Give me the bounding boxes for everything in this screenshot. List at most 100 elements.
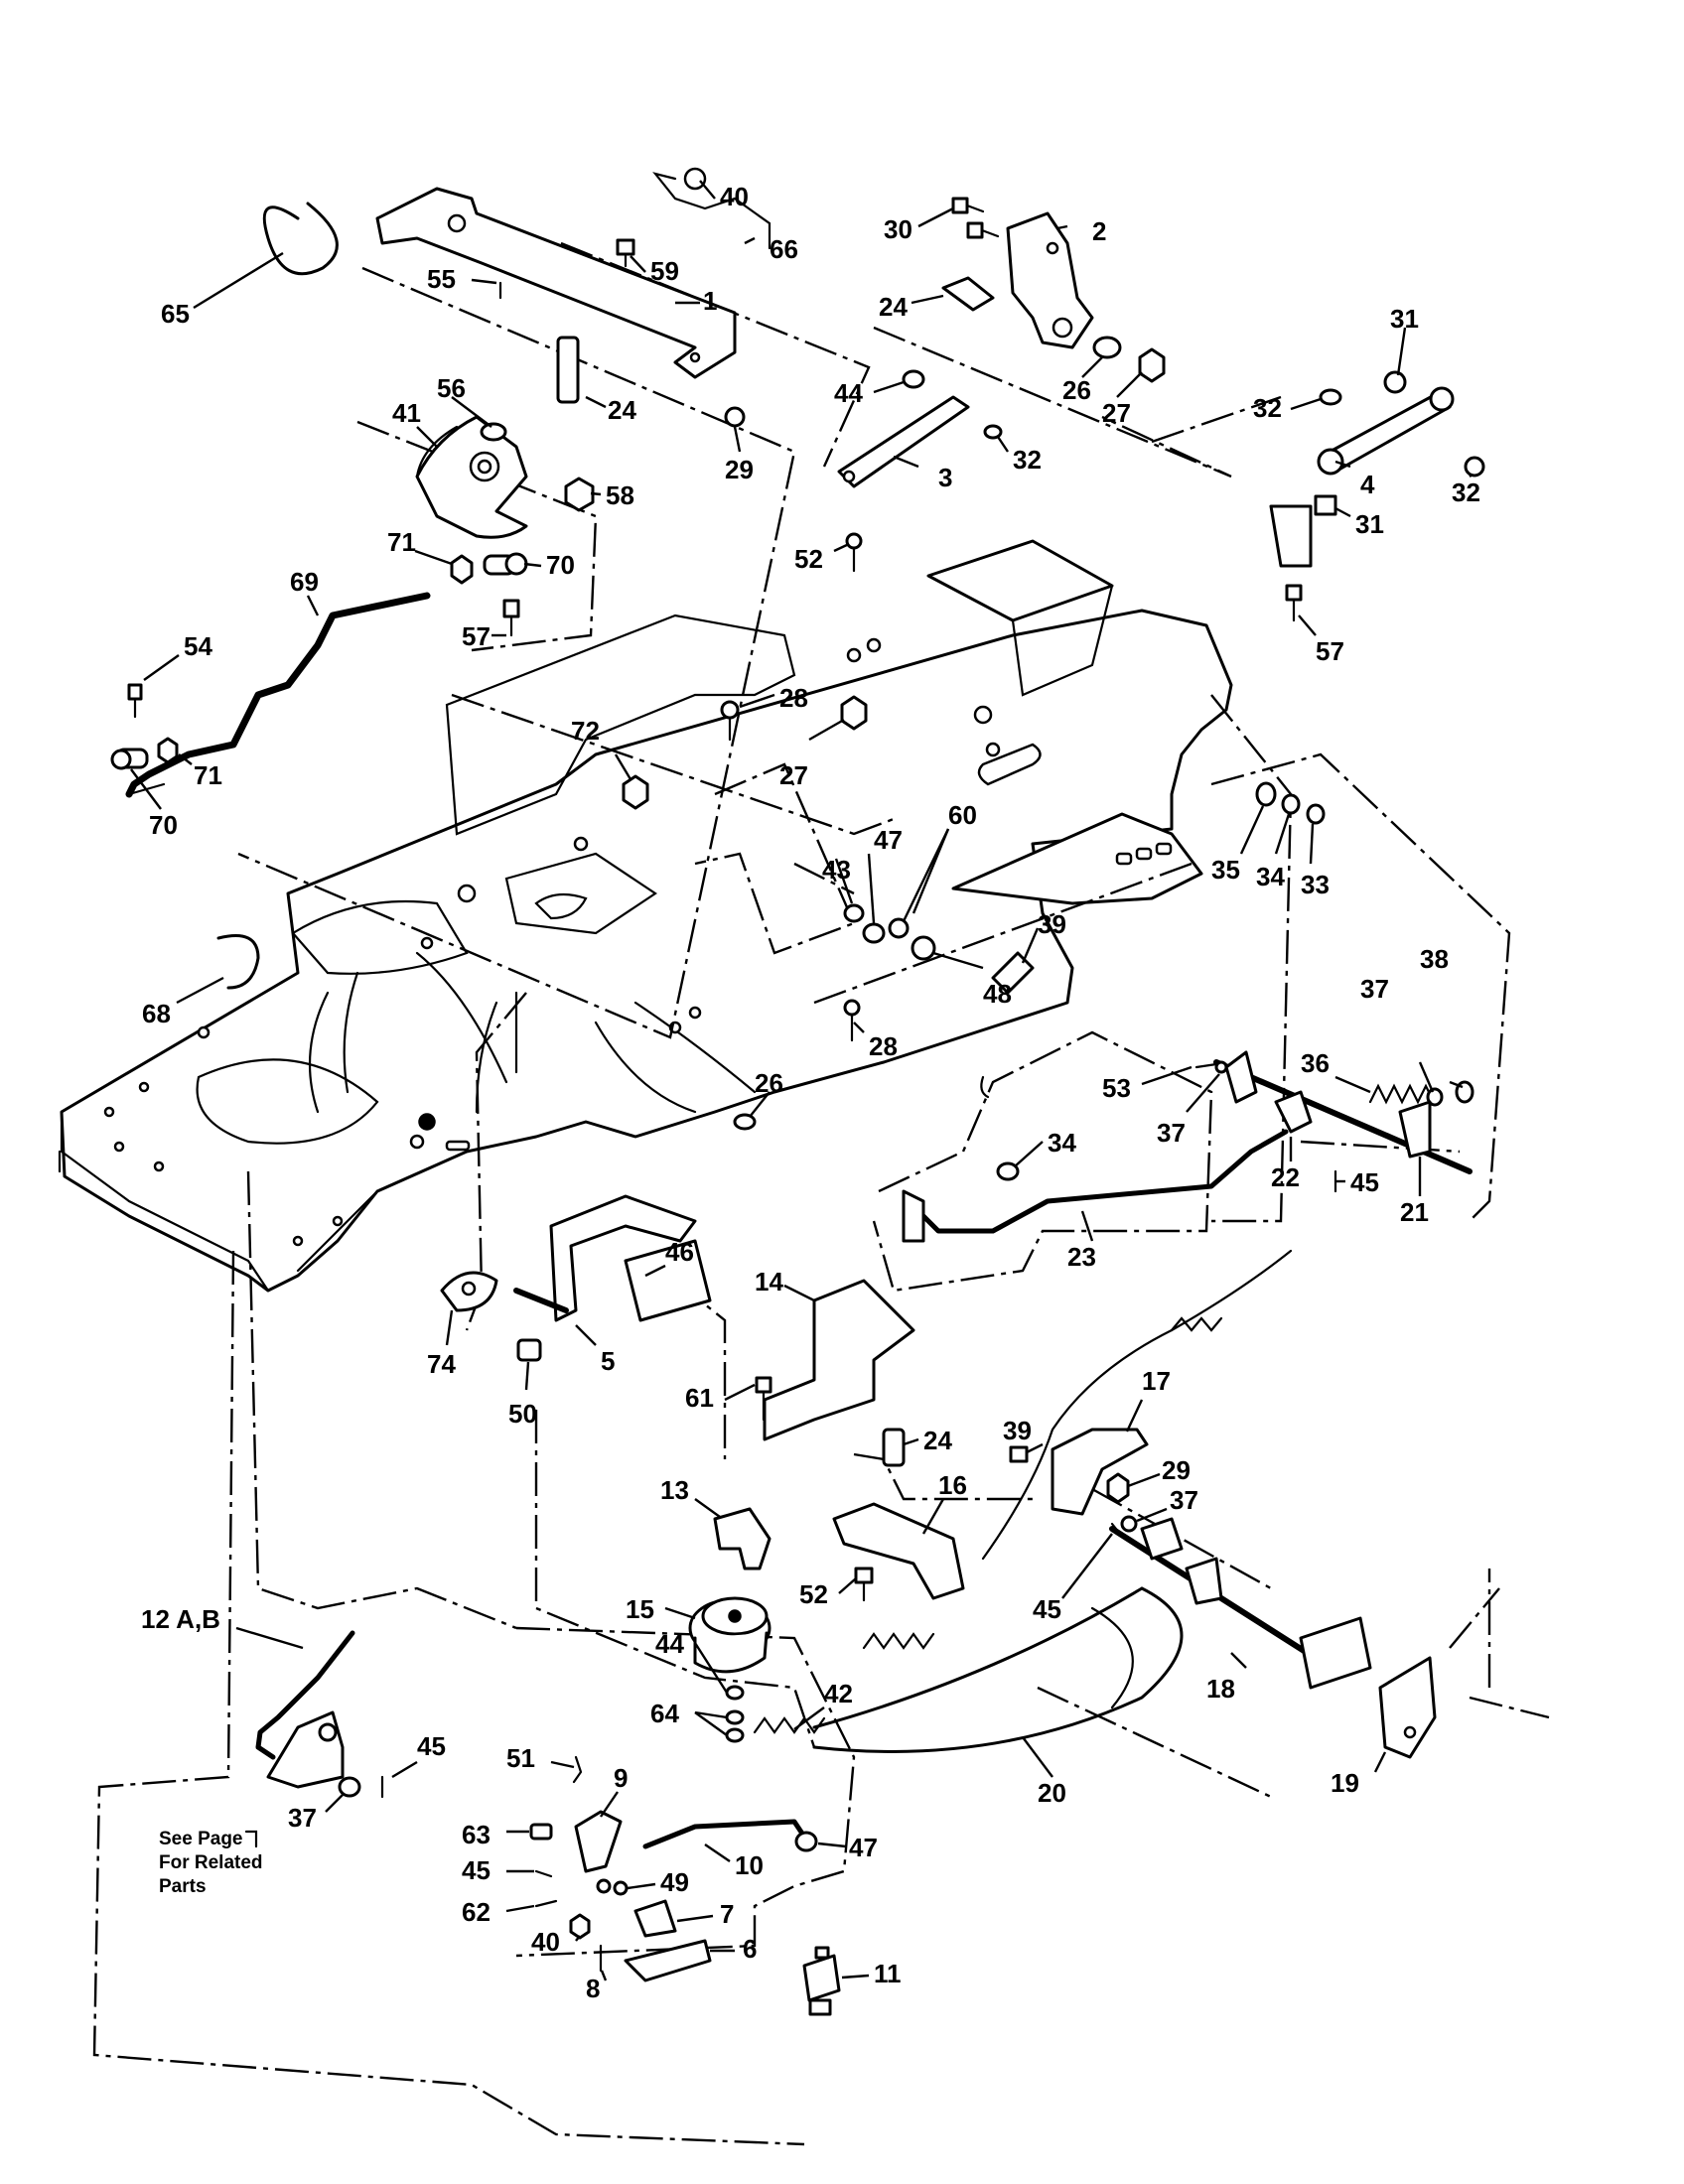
callout-19: 19 — [1331, 1768, 1359, 1798]
callout-57: 57 — [1316, 636, 1344, 666]
callout-27: 27 — [779, 760, 808, 790]
callout-37: 37 — [288, 1803, 317, 1833]
callout-50: 50 — [508, 1399, 537, 1429]
callout-22: 22 — [1271, 1162, 1300, 1192]
callout-70: 70 — [149, 810, 178, 840]
callout-34: 34 — [1256, 862, 1285, 891]
callout-34: 34 — [1048, 1128, 1076, 1158]
callout-9: 9 — [614, 1763, 628, 1793]
related-parts-note: See Page For Related Parts — [159, 1829, 263, 1897]
note-line-1: See Page — [159, 1829, 243, 1849]
callout-28: 28 — [869, 1031, 898, 1061]
callout-61: 61 — [685, 1383, 714, 1413]
callout-47: 47 — [849, 1833, 878, 1862]
note-line-2: For Related — [159, 1852, 263, 1873]
callout-45: 45 — [462, 1855, 491, 1885]
callout-38: 38 — [1420, 944, 1449, 974]
main-frame — [58, 539, 1233, 1293]
callout-12-a-b: 12 A,B — [141, 1604, 220, 1634]
callout-66: 66 — [770, 234, 798, 264]
callout-24: 24 — [879, 292, 908, 322]
callout-68: 68 — [142, 999, 171, 1028]
callout-24: 24 — [923, 1426, 952, 1455]
callout-40: 40 — [531, 1927, 560, 1957]
callout-35: 35 — [1211, 855, 1240, 885]
callout-2: 2 — [1092, 216, 1106, 246]
callout-46: 46 — [665, 1237, 694, 1267]
transmission-linkage — [255, 1630, 841, 2016]
callout-71: 71 — [194, 760, 222, 790]
callout-labels: 65 55 59 1 40 66 24 29 56 41 58 71 70 69… — [141, 182, 1480, 2003]
callout-51: 51 — [506, 1743, 535, 1773]
callout-49: 49 — [660, 1867, 689, 1897]
callout-26: 26 — [755, 1068, 783, 1098]
callout-33: 33 — [1301, 870, 1330, 899]
callout-31: 31 — [1355, 509, 1384, 539]
callout-4: 4 — [1360, 470, 1375, 499]
callout-37: 37 — [1170, 1485, 1198, 1515]
callout-59: 59 — [650, 256, 679, 286]
callout-70: 70 — [546, 550, 575, 580]
brake-rod-assembly — [902, 1050, 1474, 1243]
callout-36: 36 — [1301, 1048, 1330, 1078]
callout-32: 32 — [1253, 393, 1282, 423]
callout-7: 7 — [720, 1899, 734, 1929]
callout-17: 17 — [1142, 1366, 1171, 1396]
callout-65: 65 — [161, 299, 190, 329]
callout-41: 41 — [392, 398, 421, 428]
callout-5: 5 — [601, 1346, 615, 1376]
clutch-brake-assembly — [440, 1194, 1437, 1759]
callout-1: 1 — [703, 286, 717, 316]
callout-31: 31 — [1390, 304, 1419, 334]
callout-37: 37 — [1360, 974, 1389, 1004]
callout-44: 44 — [834, 378, 863, 408]
callout-20: 20 — [1038, 1778, 1066, 1808]
callout-37: 37 — [1157, 1118, 1186, 1148]
callout-11: 11 — [874, 1959, 902, 1988]
axle-linkage-assembly — [837, 197, 1485, 622]
callout-6: 6 — [743, 1934, 757, 1964]
callout-30: 30 — [884, 214, 912, 244]
callout-29: 29 — [725, 455, 754, 484]
callout-10: 10 — [735, 1850, 764, 1880]
frame-hardware — [216, 532, 1326, 1131]
callout-32: 32 — [1452, 478, 1480, 507]
callout-64: 64 — [650, 1699, 679, 1728]
callout-58: 58 — [606, 480, 634, 510]
callout-74: 74 — [427, 1349, 456, 1379]
callout-60: 60 — [948, 800, 977, 830]
callout-47: 47 — [874, 825, 903, 855]
callout-45: 45 — [1350, 1167, 1379, 1197]
callout-15: 15 — [626, 1594, 654, 1624]
callout-57: 57 — [462, 621, 491, 651]
callout-48: 48 — [983, 979, 1012, 1009]
callout-45: 45 — [417, 1731, 446, 1761]
callout-28: 28 — [779, 683, 808, 713]
callout-16: 16 — [938, 1470, 967, 1500]
callout-39: 39 — [1003, 1416, 1032, 1445]
callout-26: 26 — [1062, 375, 1091, 405]
callout-44: 44 — [655, 1629, 684, 1659]
callout-69: 69 — [290, 567, 319, 597]
callout-71: 71 — [387, 527, 416, 557]
callout-27: 27 — [1102, 398, 1131, 428]
callout-56: 56 — [437, 373, 466, 403]
callout-32: 32 — [1013, 445, 1042, 475]
leader-lines — [130, 180, 1474, 1981]
callout-42: 42 — [824, 1679, 853, 1708]
callout-29: 29 — [1162, 1455, 1191, 1485]
callout-52: 52 — [799, 1579, 828, 1609]
callout-53: 53 — [1102, 1073, 1131, 1103]
callout-23: 23 — [1067, 1242, 1096, 1272]
callout-8: 8 — [586, 1974, 600, 2003]
callout-63: 63 — [462, 1820, 491, 1849]
callout-55: 55 — [427, 264, 456, 294]
callout-21: 21 — [1400, 1197, 1429, 1227]
callout-54: 54 — [184, 631, 212, 661]
steering-assembly — [110, 167, 772, 798]
callout-72: 72 — [571, 716, 600, 746]
callout-40: 40 — [720, 182, 749, 211]
callout-18: 18 — [1206, 1674, 1235, 1704]
